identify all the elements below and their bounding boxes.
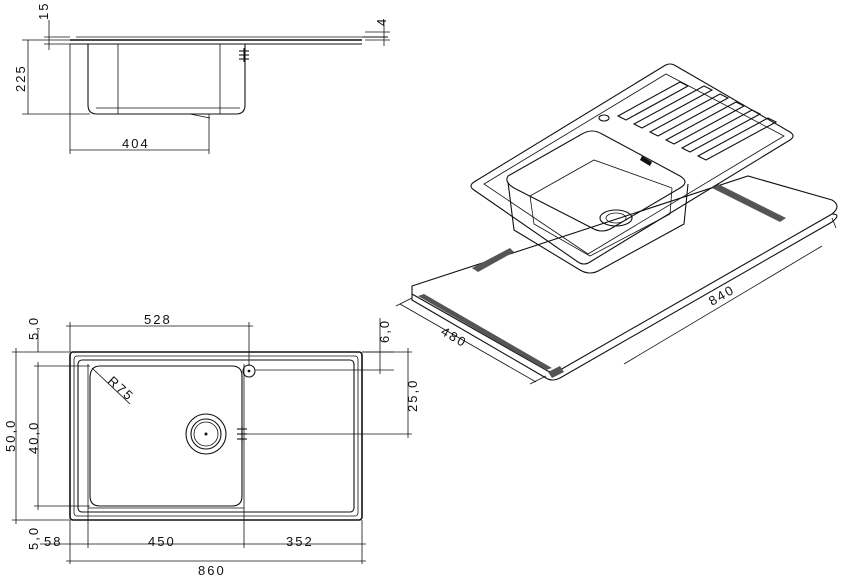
iso-groove-5 xyxy=(680,109,762,153)
plan-bowl xyxy=(89,365,243,507)
side-bowl-outline xyxy=(87,44,246,115)
iso-worktop-front xyxy=(411,213,838,381)
side-view: 15 225 4 404 xyxy=(13,2,390,154)
side-drain xyxy=(189,113,211,119)
dim-5-top-label: 5,0 xyxy=(26,316,41,340)
dim-400-label: 40,0 xyxy=(26,421,41,454)
iso-waste xyxy=(599,209,633,227)
dim-860-label: 860 xyxy=(198,563,226,577)
iso-sink-rim-inner xyxy=(483,73,785,255)
waste-outlet xyxy=(185,413,227,455)
dim-450-label: 450 xyxy=(148,534,176,549)
iso-bowl-top xyxy=(506,130,686,232)
dim-6-label: 6,0 xyxy=(377,319,392,343)
iso-worktop-top xyxy=(411,175,838,373)
iso-view: 480 840 xyxy=(395,63,838,385)
dim-25-label: 25,0 xyxy=(405,379,420,412)
dim-528-label: 528 xyxy=(144,312,172,327)
plan-drainer-area xyxy=(77,359,355,513)
dim-225-label: 225 xyxy=(13,64,28,92)
dim-58-label: 58 xyxy=(44,534,62,549)
dim-404-label: 404 xyxy=(122,136,150,151)
dim-5-bottom-label: 5,0 xyxy=(26,526,41,550)
plan-outer-rim xyxy=(69,351,363,521)
iso-groove-6 xyxy=(696,117,778,161)
dim-4-label: 4 xyxy=(374,17,389,26)
dim-15-label: 15 xyxy=(36,2,51,20)
iso-cutout-right xyxy=(712,184,786,222)
iso-sink-rim xyxy=(470,63,794,265)
plan-view: R75 528 6,0 25,0 50,0 40,0 5,0 5,0 xyxy=(3,312,420,577)
plan-rim-inner xyxy=(73,355,359,517)
iso-groove-2 xyxy=(632,85,714,129)
iso-tap-hole xyxy=(598,114,610,122)
iso-bowl-sides xyxy=(507,181,689,274)
iso-cutout-left xyxy=(472,248,514,272)
radius-r75-label: R75 xyxy=(105,373,137,404)
dim-500-label: 50,0 xyxy=(3,419,18,452)
dim-352-label: 352 xyxy=(286,534,314,549)
dim-840-label: 840 xyxy=(706,282,737,309)
iso-overflow xyxy=(640,156,652,166)
dim-480-label: 480 xyxy=(439,324,470,351)
iso-groove-4 xyxy=(664,101,746,145)
iso-groove-3 xyxy=(648,93,730,137)
iso-groove-1 xyxy=(616,81,690,121)
iso-worktop-edge-left xyxy=(418,294,552,370)
